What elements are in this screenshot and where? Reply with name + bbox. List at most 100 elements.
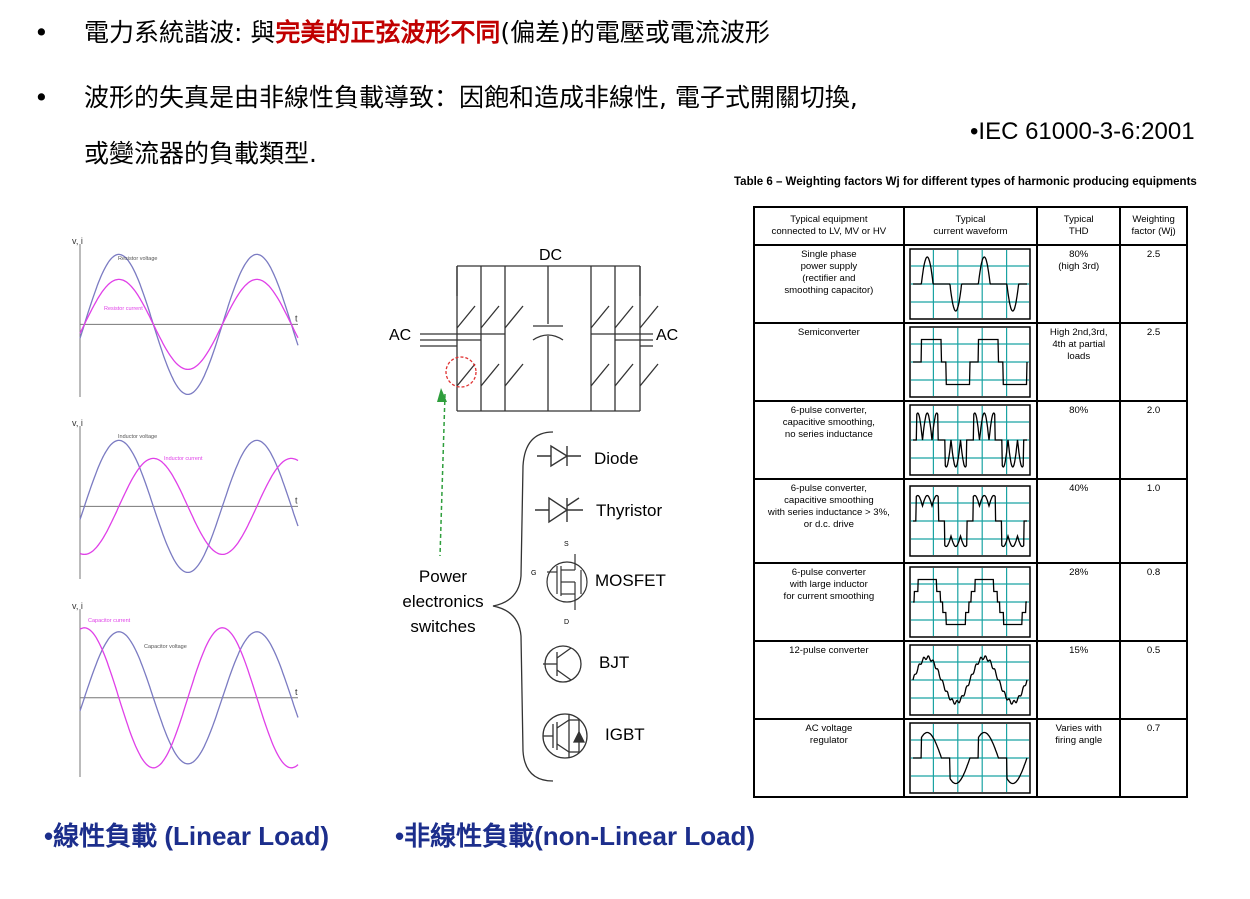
cell-factor: 2.5 [1119,322,1188,402]
current-label: Capacitor current [88,618,131,624]
cell-thd: 80% [1036,400,1122,480]
current-curve [79,278,299,371]
current-waveform [913,578,1028,626]
standard-reference: •IEC 61000-3-6:2001 [970,118,1195,145]
cell-equipment: Semiconverter [753,322,905,402]
waveform-thumbnail [909,248,1032,320]
axis-label-t: t [295,313,298,323]
header-thd: Typical THD [1036,206,1122,246]
cell-factor: 2.0 [1119,400,1188,480]
cell-factor: 0.8 [1119,562,1188,642]
bullet-marker: • [34,83,49,112]
switch-group-label-3: switches [410,617,475,636]
bullet-text-line2: 或變流器的負載類型. [84,139,317,168]
switch-group-label-2: electronics [402,592,483,611]
cell-factor: 2.5 [1119,244,1188,324]
voltage-label: Inductor voltage [118,434,157,440]
table-row: 12-pulse converter 15% 0.5 [753,640,1188,720]
current-curve [79,627,299,769]
bullet-text-prefix: 電力系統諧波: 與 [84,18,276,47]
cell-waveform [902,562,1039,642]
cell-factor: 0.5 [1119,640,1188,720]
axis-label-vi: v, i [72,418,83,428]
current-waveform [913,256,1028,312]
bullet-text-suffix: (偏差)的電壓或電流波形 [500,18,770,47]
caption-linear-load: •線性負載 (Linear Load) [44,821,329,851]
axis-label-t: t [295,495,298,505]
device-label-mosfet: MOSFET [595,571,666,590]
cell-equipment: Single phase power supply (rectifier and… [753,244,905,324]
table-row: Semiconverter High 2nd,3rd, 4th at parti… [753,322,1188,402]
bullet-distortion-cause: •波形的失真是由非線性負載導致：因飽和造成非線性, 電子式開關切換, [34,81,858,115]
device-label-diode: Diode [594,449,638,468]
dc-label: DC [539,247,562,264]
voltage-curve [79,631,299,765]
switch-group-label-1: Power [419,567,468,586]
header-equipment: Typical equipment connected to LV, MV or… [753,206,905,246]
table-row: 6-pulse converter, capacitive smoothing … [753,478,1188,564]
weighting-factors-table: Typical equipment connected to LV, MV or… [753,206,1188,798]
cell-waveform [902,400,1039,480]
diode-symbol-icon [537,444,581,468]
table-title: Table 6 – Weighting factors Wj for diffe… [734,176,1197,188]
header-factor: Weighting factor (Wj) [1119,206,1188,246]
cell-equipment: AC voltage regulator [753,718,905,798]
cell-waveform [902,478,1039,564]
cell-thd: 80% (high 3rd) [1036,244,1122,324]
bullet-marker: • [34,18,49,47]
device-label-igbt: IGBT [605,725,645,744]
cell-equipment: 12-pulse converter [753,640,905,720]
pointer-arrow-head [437,388,447,402]
voltage-curve [79,253,299,396]
table-row: 6-pulse converter with large inductor fo… [753,562,1188,642]
axis-label-vi: v, i [72,236,83,246]
cell-factor: 0.7 [1119,718,1188,798]
table-row: Single phase power supply (rectifier and… [753,244,1188,324]
table-row: AC voltage regulator Varies with firing … [753,718,1188,798]
mosfet-symbol-icon [546,554,588,610]
cell-equipment: 6-pulse converter, capacitive smoothing,… [753,400,905,480]
bullet-text-highlight: 完美的正弦波形不同 [275,18,501,47]
table-row: 6-pulse converter, capacitive smoothing,… [753,400,1188,480]
current-label: Inductor current [164,456,203,462]
cell-factor: 1.0 [1119,478,1188,564]
highlight-switch-circle [445,356,477,388]
cell-equipment: 6-pulse converter with large inductor fo… [753,562,905,642]
ac-left-label: AC [389,327,411,344]
bjt-symbol-icon [543,645,582,683]
converter-circuit [420,265,659,412]
current-waveform [913,338,1029,386]
cell-equipment: 6-pulse converter, capacitive smoothing … [753,478,905,564]
waveform-thumbnail [909,404,1032,476]
current-waveform [913,731,1029,785]
voltage-curve [79,439,299,574]
cell-waveform [902,244,1039,324]
mosfet-pin-g: G [531,570,536,577]
cell-thd: 15% [1036,640,1122,720]
waveform-thumbnail [909,644,1032,716]
bullet-harmonics-definition: • 電力系統諧波: 與完美的正弦波形不同(偏差)的電壓或電流波形 [34,16,770,50]
table-header-row: Typical equipment connected to LV, MV or… [753,206,1188,246]
cell-waveform [902,640,1039,720]
cell-thd: 28% [1036,562,1122,642]
current-waveform [913,412,1028,468]
header-waveform: Typical current waveform [902,206,1039,246]
waveform-thumbnail [909,566,1032,638]
current-waveform [912,655,1029,705]
igbt-symbol-icon [542,713,588,759]
ac-right-label: AC [656,327,678,344]
mosfet-pin-s: S [564,541,569,548]
mosfet-pin-d: D [564,619,569,626]
cell-waveform [902,322,1039,402]
pointer-arrow-shaft [439,393,446,557]
cell-thd: High 2nd,3rd, 4th at partial loads [1036,322,1122,402]
device-label-thyristor: Thyristor [596,501,662,520]
switch-group-brace [492,431,554,782]
current-waveform [913,494,1028,548]
cell-thd: 40% [1036,478,1122,564]
voltage-label: Resistor voltage [118,256,157,262]
current-curve [79,457,299,556]
caption-nonlinear-load: •非線性負載(non-Linear Load) [395,821,756,851]
